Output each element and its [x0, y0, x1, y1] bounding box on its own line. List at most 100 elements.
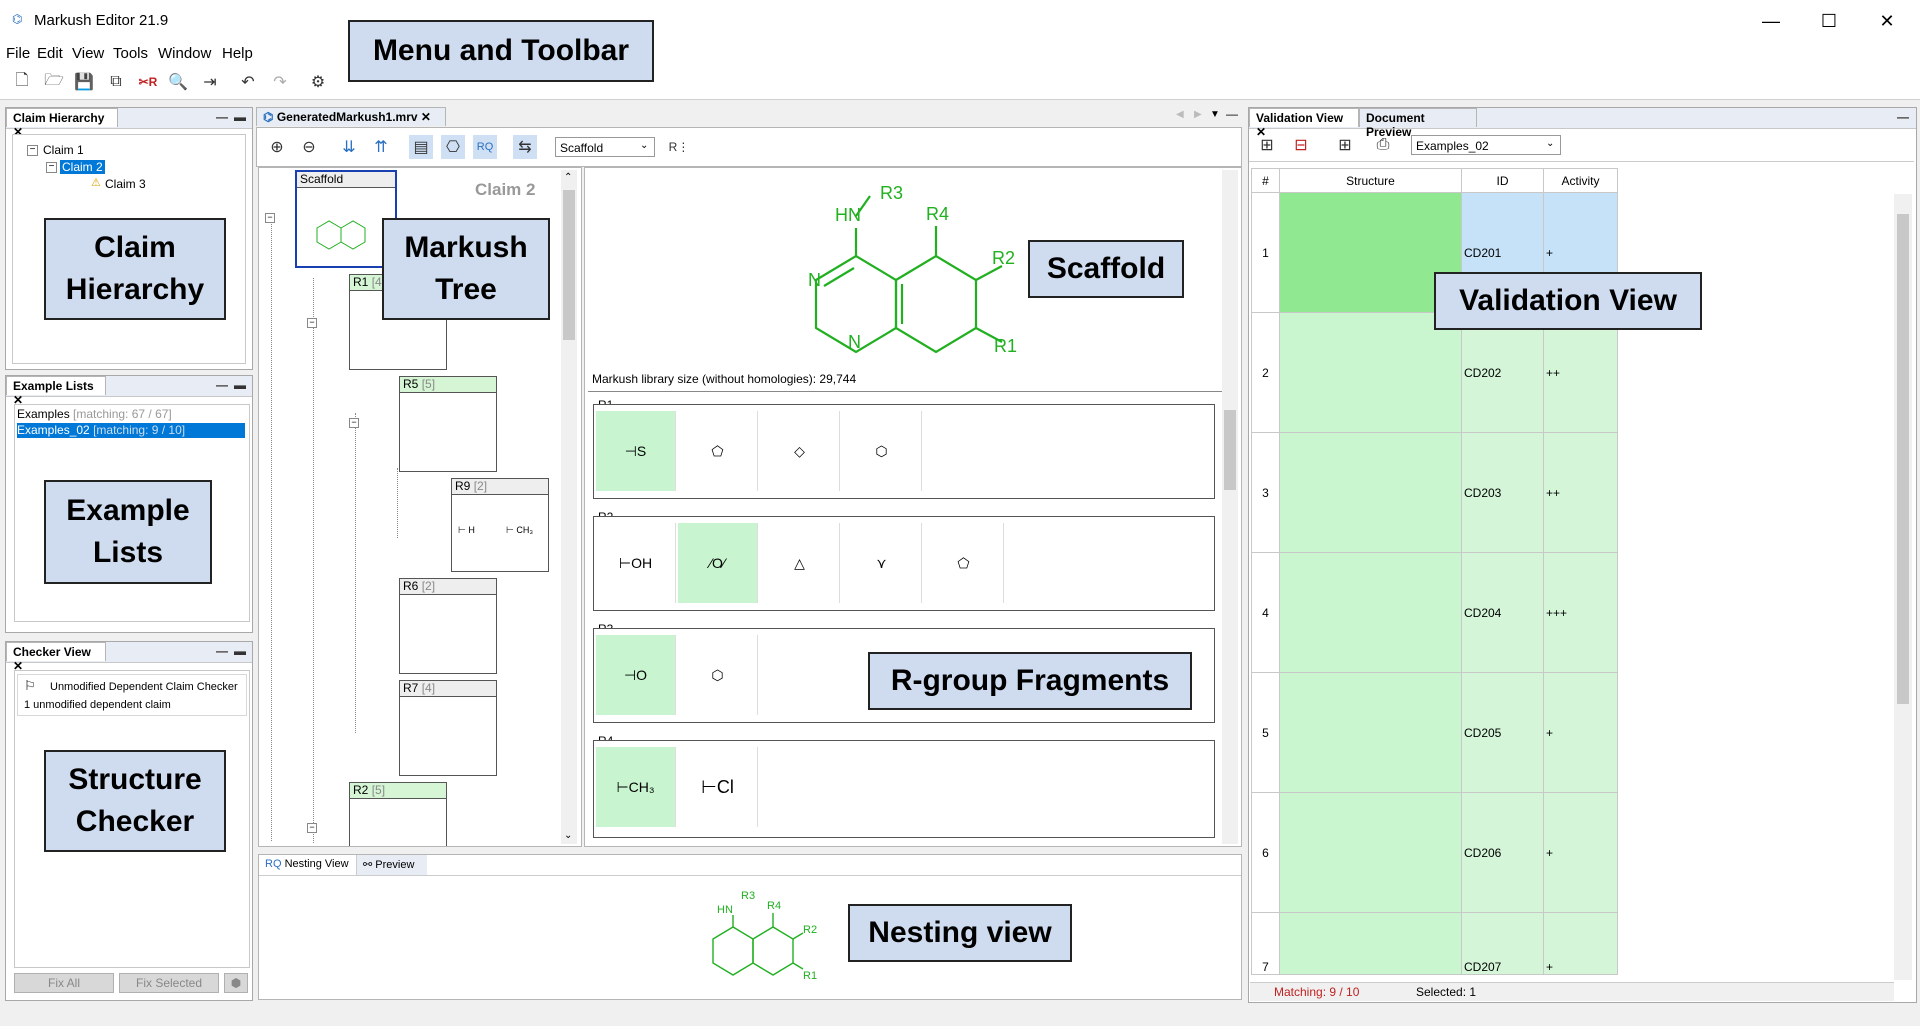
table-row[interactable]: 3CD203++ [1252, 433, 1618, 553]
scroll-thumb[interactable] [563, 190, 575, 340]
tree-node-r2[interactable]: R2 [5] [349, 782, 447, 846]
column-header-structure[interactable]: Structure [1280, 169, 1462, 193]
tab-claim-hierarchy[interactable]: Claim Hierarchy ✕ [6, 108, 118, 127]
fragment[interactable]: ⬡ [842, 411, 922, 491]
collapse-icon[interactable]: − [46, 162, 57, 173]
settings-small-icon[interactable]: ⬢ [224, 973, 248, 993]
maximize-button[interactable]: ☐ [1806, 8, 1852, 34]
fix-selected-button[interactable]: Fix Selected [119, 973, 219, 993]
scroll-thumb[interactable] [1224, 410, 1236, 490]
export-icon[interactable]: ⎙ [1371, 133, 1395, 157]
table-row[interactable]: 2CD202++ [1252, 313, 1618, 433]
fragment[interactable]: ⋎ [842, 523, 922, 603]
link-icon[interactable]: ⇆ [513, 135, 537, 159]
collapse-icon[interactable]: − [307, 823, 317, 833]
fragment[interactable]: ⬠ [924, 523, 1004, 603]
fragment[interactable]: ⊢CH₃ [596, 747, 676, 827]
tab-document-preview[interactable]: Document Preview [1359, 108, 1477, 127]
rgroup-search-icon[interactable]: RQ [473, 135, 497, 159]
menu-window[interactable]: Window [158, 45, 211, 62]
minimize-icon[interactable]: — [216, 110, 228, 124]
fragment[interactable]: ⊢Cl [678, 747, 758, 827]
undo-icon[interactable]: ↶ [236, 70, 260, 94]
tab-list-icon[interactable]: ▼ [1210, 109, 1220, 120]
minimize-icon[interactable]: — [216, 644, 228, 658]
gear-icon[interactable]: ⚙ [306, 70, 330, 94]
table-row[interactable]: 5CD205+ [1252, 673, 1618, 793]
structure-view-icon[interactable]: ⎔ [441, 135, 465, 159]
tab-generated-markush[interactable]: ⌬ GeneratedMarkush1.mrv ✕ [256, 107, 446, 126]
save-icon[interactable]: 💾 [72, 70, 96, 94]
fragment[interactable]: ⬠ [678, 411, 758, 491]
remove-table-icon[interactable]: ⊟ [1289, 133, 1313, 157]
fragment[interactable]: ⊣S [596, 411, 676, 491]
tree-view-icon[interactable]: ▤ [409, 135, 433, 159]
tree-node-r6[interactable]: R6 [2] [399, 578, 497, 674]
menu-file[interactable]: File [6, 45, 30, 62]
menu-view[interactable]: View [72, 45, 104, 62]
close-icon[interactable]: ✕ [421, 110, 431, 124]
fragment[interactable]: ⁄O⁄ [678, 523, 758, 603]
scroll-thumb[interactable] [1897, 214, 1909, 704]
checker-item[interactable]: ⚐ Unmodified Dependent Claim Checker 1 u… [17, 674, 247, 716]
search-document-icon[interactable]: 🔍 [166, 70, 190, 94]
list-item-examples[interactable]: Examples [matching: 67 / 67] [17, 407, 245, 422]
structure-scrollbar[interactable] [1222, 170, 1238, 844]
tree-node-r7[interactable]: R7 [4] [399, 680, 497, 776]
view-dropdown[interactable]: Scaffold ⌄ [555, 137, 655, 157]
remove-rgroup-icon[interactable]: ✂R [136, 70, 160, 94]
collapse-tree-icon[interactable]: ⇈ [369, 135, 393, 159]
table-settings-icon[interactable]: ⊞ [1333, 133, 1357, 157]
minimize-icon[interactable]: — [1897, 110, 1909, 124]
open-folder-icon[interactable]: 🗁 [42, 70, 66, 94]
collapse-icon[interactable]: − [27, 145, 38, 156]
tab-preview[interactable]: ⚯ Preview [357, 855, 427, 875]
expand-tree-icon[interactable]: ⇊ [337, 135, 361, 159]
tree-item-claim-3[interactable]: Claim 3 [105, 177, 146, 191]
tree-node-r5[interactable]: R5 [5] [399, 376, 497, 472]
tab-scroll-left-icon[interactable]: ◀ [1176, 109, 1184, 120]
collapse-icon[interactable]: − [307, 318, 317, 328]
scroll-up-icon[interactable]: ⌃ [564, 172, 572, 183]
add-table-icon[interactable]: ⊞ [1255, 133, 1279, 157]
import-icon[interactable]: ⇥ [198, 70, 222, 94]
maximize-icon[interactable]: ▬ [234, 644, 246, 658]
scroll-down-icon[interactable]: ⌄ [564, 830, 572, 841]
fragment[interactable]: △ [760, 523, 840, 603]
list-item-examples-02[interactable]: Examples_02 [matching: 9 / 10] [17, 423, 245, 438]
tree-scrollbar[interactable]: ⌃ ⌄ [561, 170, 577, 844]
tab-validation-view[interactable]: Validation View ✕ [1249, 108, 1359, 127]
menu-edit[interactable]: Edit [37, 45, 63, 62]
minimize-icon[interactable]: — [1226, 107, 1238, 121]
table-row[interactable]: 4CD204+++ [1252, 553, 1618, 673]
example-list-dropdown[interactable]: Examples_02 ⌄ [1411, 135, 1561, 155]
tab-checker-view[interactable]: Checker View ✕ [6, 642, 106, 661]
tab-example-lists[interactable]: Example Lists ✕ [6, 376, 106, 395]
new-file-icon[interactable]: 🗋 [10, 70, 34, 94]
menu-tools[interactable]: Tools [113, 45, 148, 62]
tab-scroll-right-icon[interactable]: ▶ [1194, 109, 1202, 120]
tree-item-claim-1[interactable]: Claim 1 [43, 143, 84, 157]
collapse-icon[interactable]: − [265, 213, 275, 223]
validation-scrollbar[interactable] [1894, 194, 1912, 980]
minimize-button[interactable]: — [1748, 8, 1794, 34]
table-row[interactable]: 7CD207+ [1252, 913, 1618, 975]
redo-icon[interactable]: ↷ [268, 70, 292, 94]
fragment[interactable]: ⬡ [678, 635, 758, 715]
tab-nesting-view[interactable]: RQ Nesting View [259, 855, 357, 875]
close-window-button[interactable]: ✕ [1864, 8, 1910, 34]
tree-item-claim-2[interactable]: Claim 2 [60, 160, 105, 174]
column-header-id[interactable]: ID [1462, 169, 1544, 193]
fix-all-button[interactable]: Fix All [14, 973, 114, 993]
maximize-icon[interactable]: ▬ [234, 110, 246, 124]
column-header-activity[interactable]: Activity [1544, 169, 1618, 193]
zoom-in-icon[interactable]: ⊕ [265, 135, 289, 159]
fragment[interactable]: ◇ [760, 411, 840, 491]
menu-help[interactable]: Help [222, 45, 253, 62]
collapse-icon[interactable]: − [349, 418, 359, 428]
table-row[interactable]: 6CD206+ [1252, 793, 1618, 913]
column-header-number[interactable]: # [1252, 169, 1280, 193]
rgroup-definition-icon[interactable]: R⋮ [667, 135, 691, 159]
maximize-icon[interactable]: ▬ [234, 378, 246, 392]
tree-node-r9[interactable]: R9 [2] ⊢ H ⊢ CH₃ [451, 478, 549, 572]
